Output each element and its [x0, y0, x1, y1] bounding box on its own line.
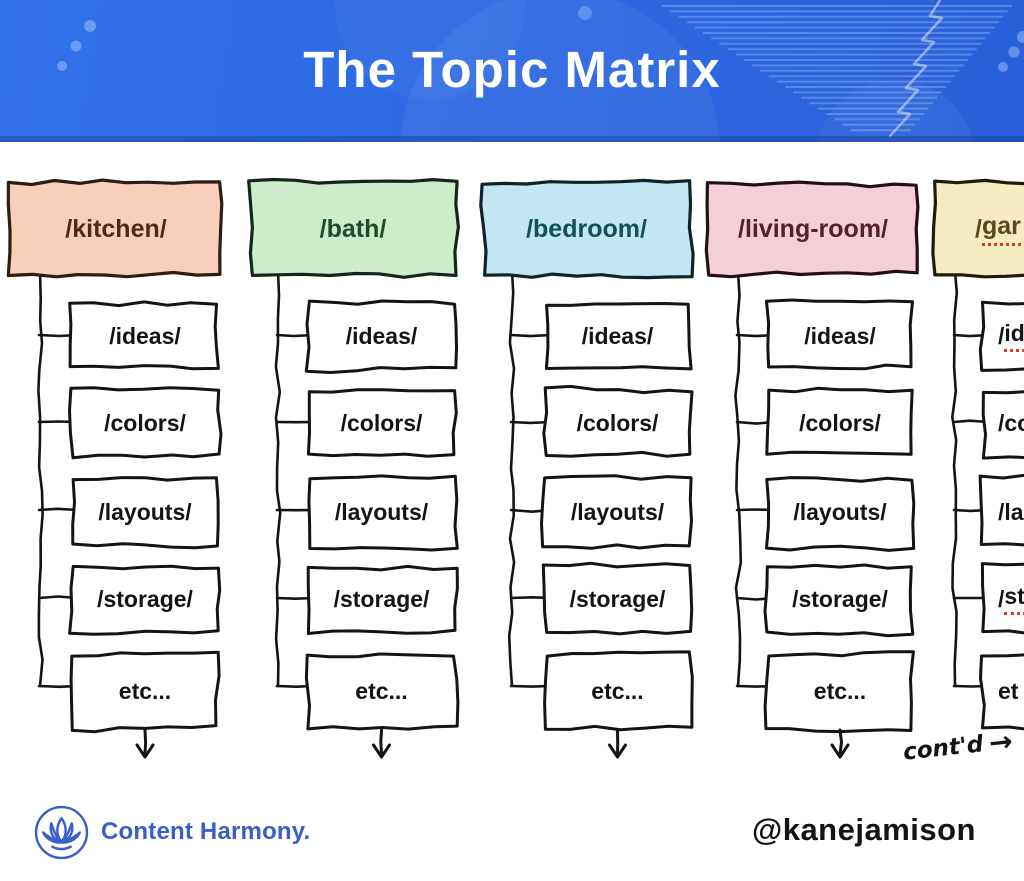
down-arrow-icon: [143, 728, 148, 756]
trunk-connector: [734, 269, 743, 688]
child-box: [765, 476, 916, 552]
stub-connector: [509, 333, 553, 338]
banner-dot: [400, 0, 720, 142]
child-box: [541, 561, 694, 636]
child-box: [979, 653, 1024, 731]
child-box: [978, 300, 1024, 372]
child-box: [68, 300, 220, 371]
child-box: [765, 298, 914, 371]
child-label: etc...: [118, 677, 172, 704]
child-label: etc...: [591, 677, 644, 704]
child-label: /storage/: [569, 585, 666, 612]
down-arrow-icon: [135, 743, 155, 759]
misspelled-text: sto: [1004, 583, 1024, 615]
child-box: [980, 562, 1024, 635]
column-header-label: /gar: [935, 183, 1024, 275]
header-banner: The Topic Matrix: [0, 0, 1024, 142]
child-label: /storage/: [792, 585, 888, 612]
child-box: [71, 476, 220, 550]
child-label: /storage/: [97, 585, 193, 612]
down-arrow-icon: [379, 728, 383, 756]
banner-bottom-strip: [0, 136, 1024, 142]
stub-connector: [952, 419, 990, 424]
brand-name: Content Harmony.: [101, 818, 311, 845]
child-box: [542, 384, 694, 458]
down-arrow-icon: [608, 743, 627, 759]
column-header-label: /kitchen/: [65, 214, 167, 243]
child-box: [68, 386, 223, 460]
child-box: [763, 650, 915, 734]
child-label: /id: [982, 303, 1024, 369]
child-box: [763, 563, 915, 638]
child-label: /layouts/: [334, 498, 429, 525]
down-arrow-icon: [838, 728, 843, 756]
child-box: [304, 299, 458, 374]
misspelled-text: gar: [981, 212, 1021, 246]
banner-dot: [335, 0, 525, 100]
child-label: /ideas/: [345, 322, 418, 349]
column-header-label: /bedroom/: [526, 214, 647, 243]
child-box: [540, 474, 693, 550]
trunk-connector: [951, 269, 959, 688]
trunk-connector: [37, 269, 44, 688]
content-harmony-logo-icon: [34, 805, 89, 859]
trunk-connector: [507, 269, 516, 688]
child-box: [306, 388, 458, 458]
child-label: /la: [998, 498, 1024, 525]
child-label: /colors/: [799, 409, 881, 436]
contd-arrow-icon: →: [987, 724, 1015, 760]
brand-footer: Content Harmony.: [33, 803, 310, 861]
banner-dot: [84, 20, 96, 32]
child-label: /sto: [982, 566, 1024, 632]
banner-dot: [817, 80, 973, 142]
banner-dot: [998, 62, 1008, 72]
child-label: /ideas/: [109, 322, 181, 349]
misspelled-text: id: [1004, 320, 1024, 352]
child-label: /layouts/: [570, 498, 665, 525]
banner-dot: [70, 40, 82, 52]
child-box: [765, 386, 914, 456]
banner-dot: [57, 61, 67, 71]
child-label: /ideas/: [581, 322, 654, 349]
child-box: [306, 564, 459, 635]
column-header-label: /living-room/: [738, 214, 888, 243]
column-header-label: /bath/: [319, 214, 387, 243]
child-label: etc...: [355, 677, 408, 704]
down-arrow-icon: [372, 743, 391, 759]
child-label: /ideas/: [804, 322, 876, 349]
child-box: [307, 474, 459, 552]
child-label: etc...: [813, 677, 867, 704]
column-header-box: [6, 178, 224, 279]
page-title: The Topic Matrix: [303, 41, 721, 98]
child-label: /colors/: [576, 409, 659, 436]
child-box: [981, 390, 1024, 460]
child-label: /co: [998, 409, 1024, 436]
column-header-box: [931, 178, 1024, 279]
banner-zigzag: [888, 0, 944, 138]
child-box: [304, 652, 460, 731]
child-label: /colors/: [104, 409, 186, 436]
banner-dot: [1008, 46, 1020, 58]
banner-dot: [1017, 31, 1024, 43]
child-label: et: [998, 677, 1019, 704]
author-handle: @kanejamison: [751, 812, 976, 847]
child-box: [543, 650, 694, 732]
child-box: [69, 650, 221, 734]
child-label: /layouts/: [98, 498, 192, 525]
down-arrow-icon: [830, 743, 850, 759]
trunk-connector: [274, 269, 282, 688]
banner-dot: [578, 6, 592, 20]
stub-connector: [37, 507, 80, 512]
column-header-box: [479, 178, 695, 280]
child-box: [68, 564, 222, 636]
column-header-box: [704, 180, 920, 279]
child-label: /layouts/: [793, 498, 887, 525]
child-label: /colors/: [340, 409, 423, 436]
child-box: [544, 302, 693, 371]
banner-decoration: [0, 0, 1024, 142]
child-label: /storage/: [333, 585, 430, 612]
child-box: [978, 473, 1024, 547]
column-header-box: [247, 177, 460, 279]
